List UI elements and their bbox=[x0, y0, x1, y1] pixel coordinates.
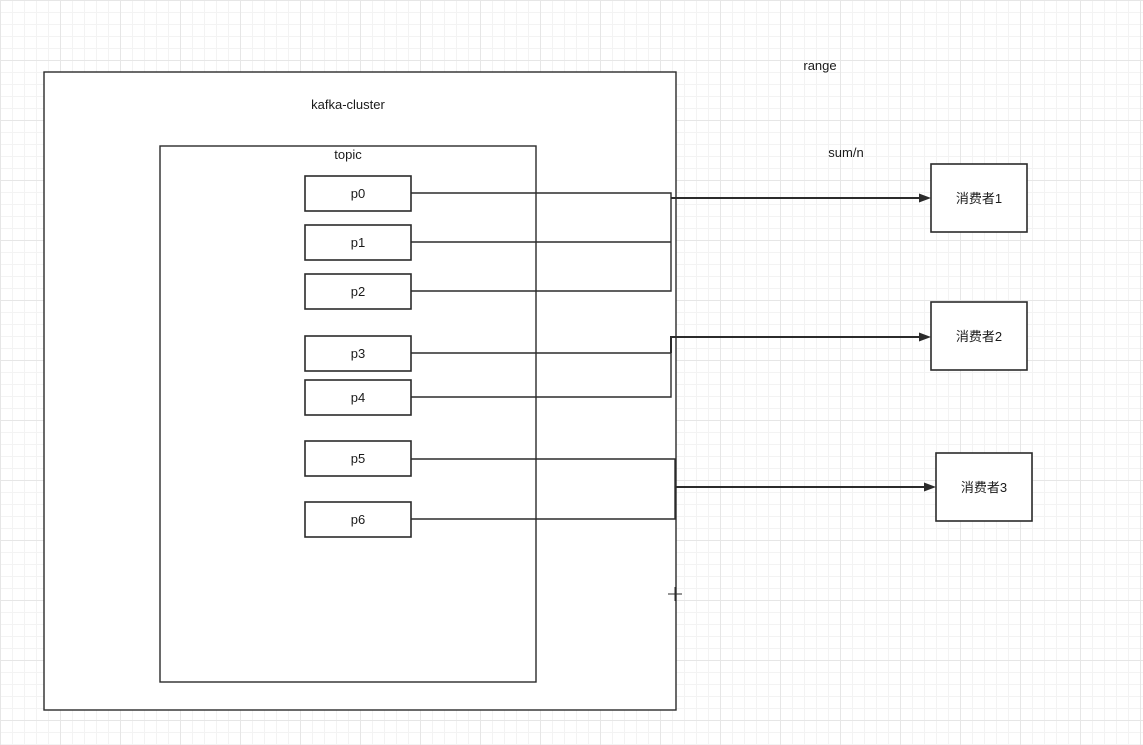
partition-p5[interactable]: p5 bbox=[304, 440, 412, 477]
partition-p2[interactable]: p2 bbox=[304, 273, 412, 310]
consumer-3-box[interactable]: 消费者3 bbox=[935, 452, 1033, 522]
consumer-1-box[interactable]: 消费者1 bbox=[930, 163, 1028, 233]
connector-group-consumer-2 bbox=[411, 332, 931, 398]
partition-label: p5 bbox=[351, 451, 365, 466]
partition-label: p0 bbox=[351, 186, 365, 201]
kafka-cluster-label: kafka-cluster bbox=[311, 97, 385, 112]
formula-label: sum/n bbox=[828, 145, 863, 160]
partition-label: p2 bbox=[351, 284, 365, 299]
partition-p1[interactable]: p1 bbox=[304, 224, 412, 261]
connector-p5-p6 bbox=[411, 458, 676, 520]
connector-p3-p4 bbox=[411, 352, 672, 398]
consumer-label: 消费者3 bbox=[961, 480, 1007, 495]
strategy-label: range bbox=[803, 58, 836, 73]
connector-group-consumer-1 bbox=[411, 192, 931, 292]
arrowhead-consumer-3 bbox=[924, 482, 936, 492]
arrowhead-consumer-1 bbox=[919, 193, 931, 203]
consumer-2-box[interactable]: 消费者2 bbox=[930, 301, 1028, 371]
connector-group-consumer-3 bbox=[411, 458, 936, 520]
partition-label: p4 bbox=[351, 390, 365, 405]
arrow-to-consumer-2 bbox=[670, 336, 921, 353]
partition-label: p6 bbox=[351, 512, 365, 527]
consumer-label: 消费者2 bbox=[956, 329, 1002, 344]
consumer-label: 消费者1 bbox=[956, 191, 1002, 206]
crosshair-cursor-icon bbox=[668, 587, 682, 601]
arrowhead-consumer-2 bbox=[919, 332, 931, 342]
topic-label: topic bbox=[334, 147, 362, 162]
partition-p3[interactable]: p3 bbox=[304, 335, 412, 372]
partition-label: p3 bbox=[351, 346, 365, 361]
partition-p6[interactable]: p6 bbox=[304, 501, 412, 538]
partition-label: p1 bbox=[351, 235, 365, 250]
partition-p0[interactable]: p0 bbox=[304, 175, 412, 212]
partition-p4[interactable]: p4 bbox=[304, 379, 412, 416]
